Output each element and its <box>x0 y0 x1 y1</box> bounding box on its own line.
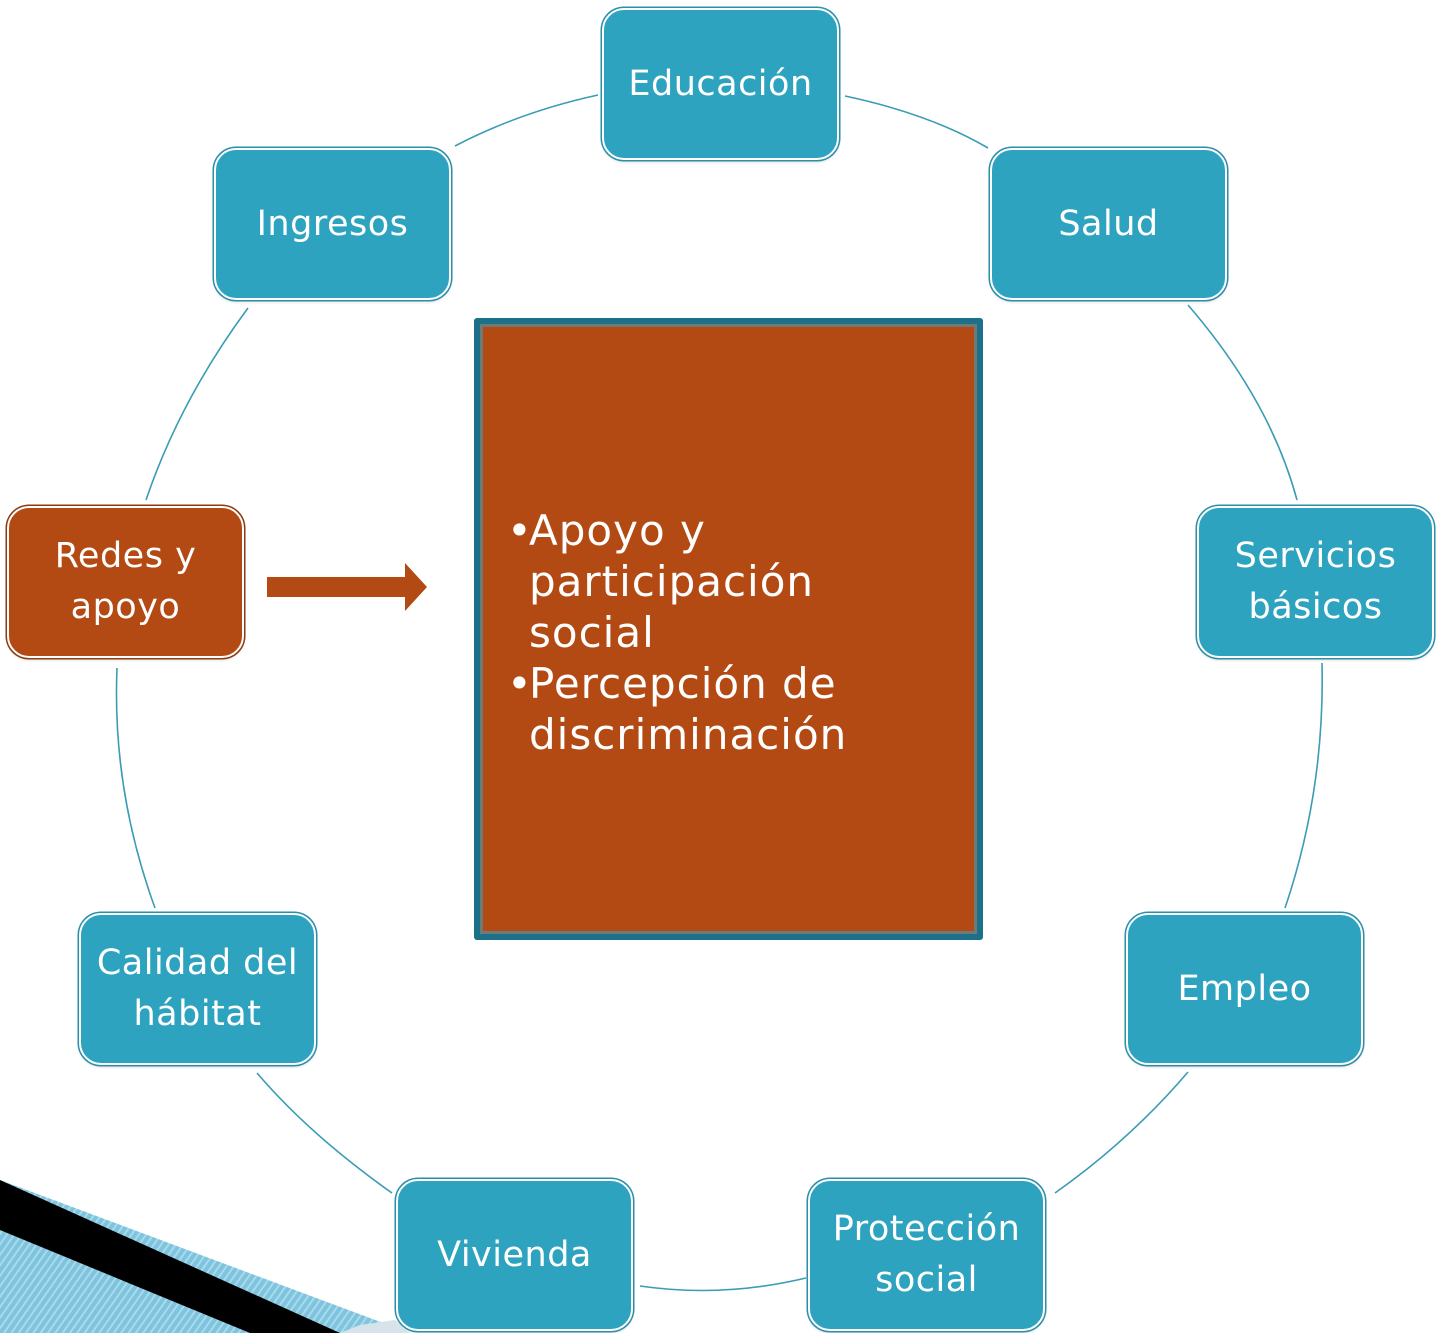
node-salud: Salud <box>990 148 1227 300</box>
node-empleo: Empleo <box>1126 913 1363 1065</box>
bullet-dot-icon: • <box>507 659 533 708</box>
connector-vivienda-calidad <box>256 1072 393 1194</box>
bullet-item: • Apoyo y participación social <box>507 506 815 657</box>
node-vivienda: Vivienda <box>396 1179 633 1331</box>
node-calidad-habitat-label: Calidad del hábitat <box>96 943 299 1034</box>
node-redes-apoyo: Redes y apoyo <box>7 506 244 658</box>
connector-educacion-salud <box>844 95 989 149</box>
node-servicios-basicos: Servicios básicos <box>1197 506 1434 658</box>
node-vivienda-label: Vivienda <box>437 1234 592 1275</box>
node-redes-apoyo-label: Redes y apoyo <box>54 536 197 627</box>
bullet-item: • Percepción de discriminación <box>507 659 848 759</box>
node-salud-label: Salud <box>1058 203 1159 244</box>
connector-servicios-empleo <box>1284 662 1324 909</box>
node-ingresos-label: Ingresos <box>256 203 409 244</box>
node-servicios-basicos-label: Servicios básicos <box>1234 536 1397 627</box>
detail-panel-content: • Apoyo y participación social • Percepc… <box>480 324 977 934</box>
node-ingresos: Ingresos <box>214 148 451 300</box>
connector-ingresos-educacion <box>454 94 599 147</box>
corner-decoration <box>0 1180 410 1333</box>
node-calidad-habitat: Calidad del hábitat <box>79 913 316 1065</box>
node-empleo-label: Empleo <box>1177 968 1312 1009</box>
connector-calidad-redes <box>115 667 156 909</box>
node-educacion: Educación <box>602 8 839 160</box>
node-proteccion-social-label: Protección social <box>832 1209 1021 1300</box>
connector-salud-servicios <box>1187 304 1298 501</box>
connector-proteccion-vivienda <box>639 1277 807 1292</box>
right-arrow-icon <box>267 563 427 611</box>
connector-redes-ingresos <box>145 307 249 501</box>
node-proteccion-social: Protección social <box>808 1179 1045 1331</box>
detail-panel: • Apoyo y participación social • Percepc… <box>474 318 983 940</box>
bullet-dot-icon: • <box>507 506 533 555</box>
node-educacion-label: Educación <box>628 63 813 104</box>
connector-empleo-proteccion <box>1054 1071 1189 1194</box>
